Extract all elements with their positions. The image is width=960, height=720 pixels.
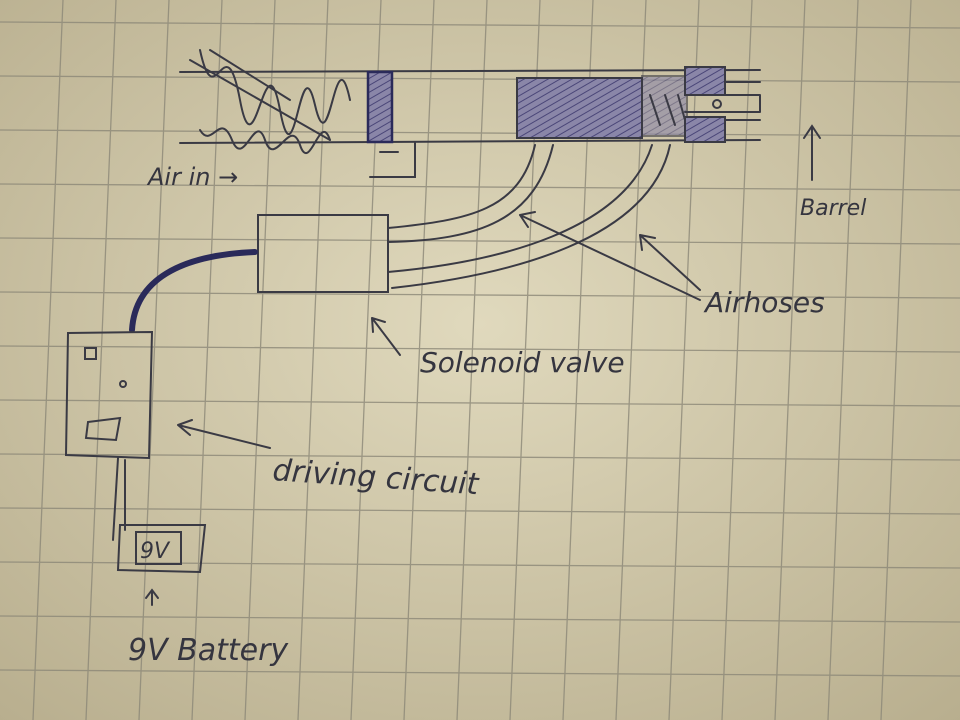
grid-line-vertical: [138, 0, 170, 720]
driving-circuit-box: [64, 330, 154, 460]
barrel-valve-drawing: [516, 66, 761, 143]
label-barrel: Barrel: [800, 196, 866, 221]
circuit-arrow: [177, 419, 271, 449]
grid-line-horizontal: [0, 507, 960, 515]
grid-line-vertical: [32, 0, 64, 720]
grid-line-vertical: [456, 0, 488, 720]
battery-arrow: [145, 588, 159, 606]
solenoid-valve-box: [257, 214, 389, 293]
grid-line-vertical: [191, 0, 223, 720]
wire: [129, 249, 258, 333]
battery-box: [116, 524, 207, 574]
airhoses: [387, 144, 671, 289]
piston-plate: [366, 70, 394, 144]
grid-line-horizontal: [0, 129, 960, 137]
grid-line-horizontal: [0, 75, 960, 83]
label-battery: 9V Battery: [128, 633, 289, 668]
label-airhoses: Airhoses: [703, 286, 825, 319]
solenoid-arrow: [371, 317, 401, 356]
grid-line-vertical: [827, 0, 859, 720]
grid-line-horizontal: [0, 21, 960, 29]
label-air-in: Air in →: [146, 163, 238, 191]
airhose-arrow-1: [519, 211, 701, 301]
grid-line-vertical: [774, 0, 806, 720]
grid-line-horizontal: [0, 453, 960, 461]
grid-line-horizontal: [0, 399, 960, 407]
battery-wires: [112, 457, 126, 541]
grid-line-horizontal: [0, 291, 960, 299]
grid-line-horizontal: [0, 237, 960, 245]
label-solenoid-valve: Solenoid valve: [420, 346, 625, 379]
grid-line-horizontal: [0, 669, 960, 677]
grid-line-vertical: [297, 0, 329, 720]
grid-line-horizontal: [0, 345, 960, 353]
air-inlet-drawing: [179, 49, 761, 178]
grid-line-vertical: [244, 0, 276, 720]
barrel-arrow: [803, 124, 821, 181]
grid-line-horizontal: [0, 615, 960, 623]
grid-line-vertical: [85, 0, 117, 720]
grid-line-horizontal: [0, 183, 960, 191]
battery-mark: 9V: [140, 539, 171, 564]
airhose-arrow-2: [639, 234, 701, 291]
grid-line-vertical: [880, 0, 912, 720]
grid-line-vertical: [403, 0, 435, 720]
battery-inner: [135, 531, 182, 565]
